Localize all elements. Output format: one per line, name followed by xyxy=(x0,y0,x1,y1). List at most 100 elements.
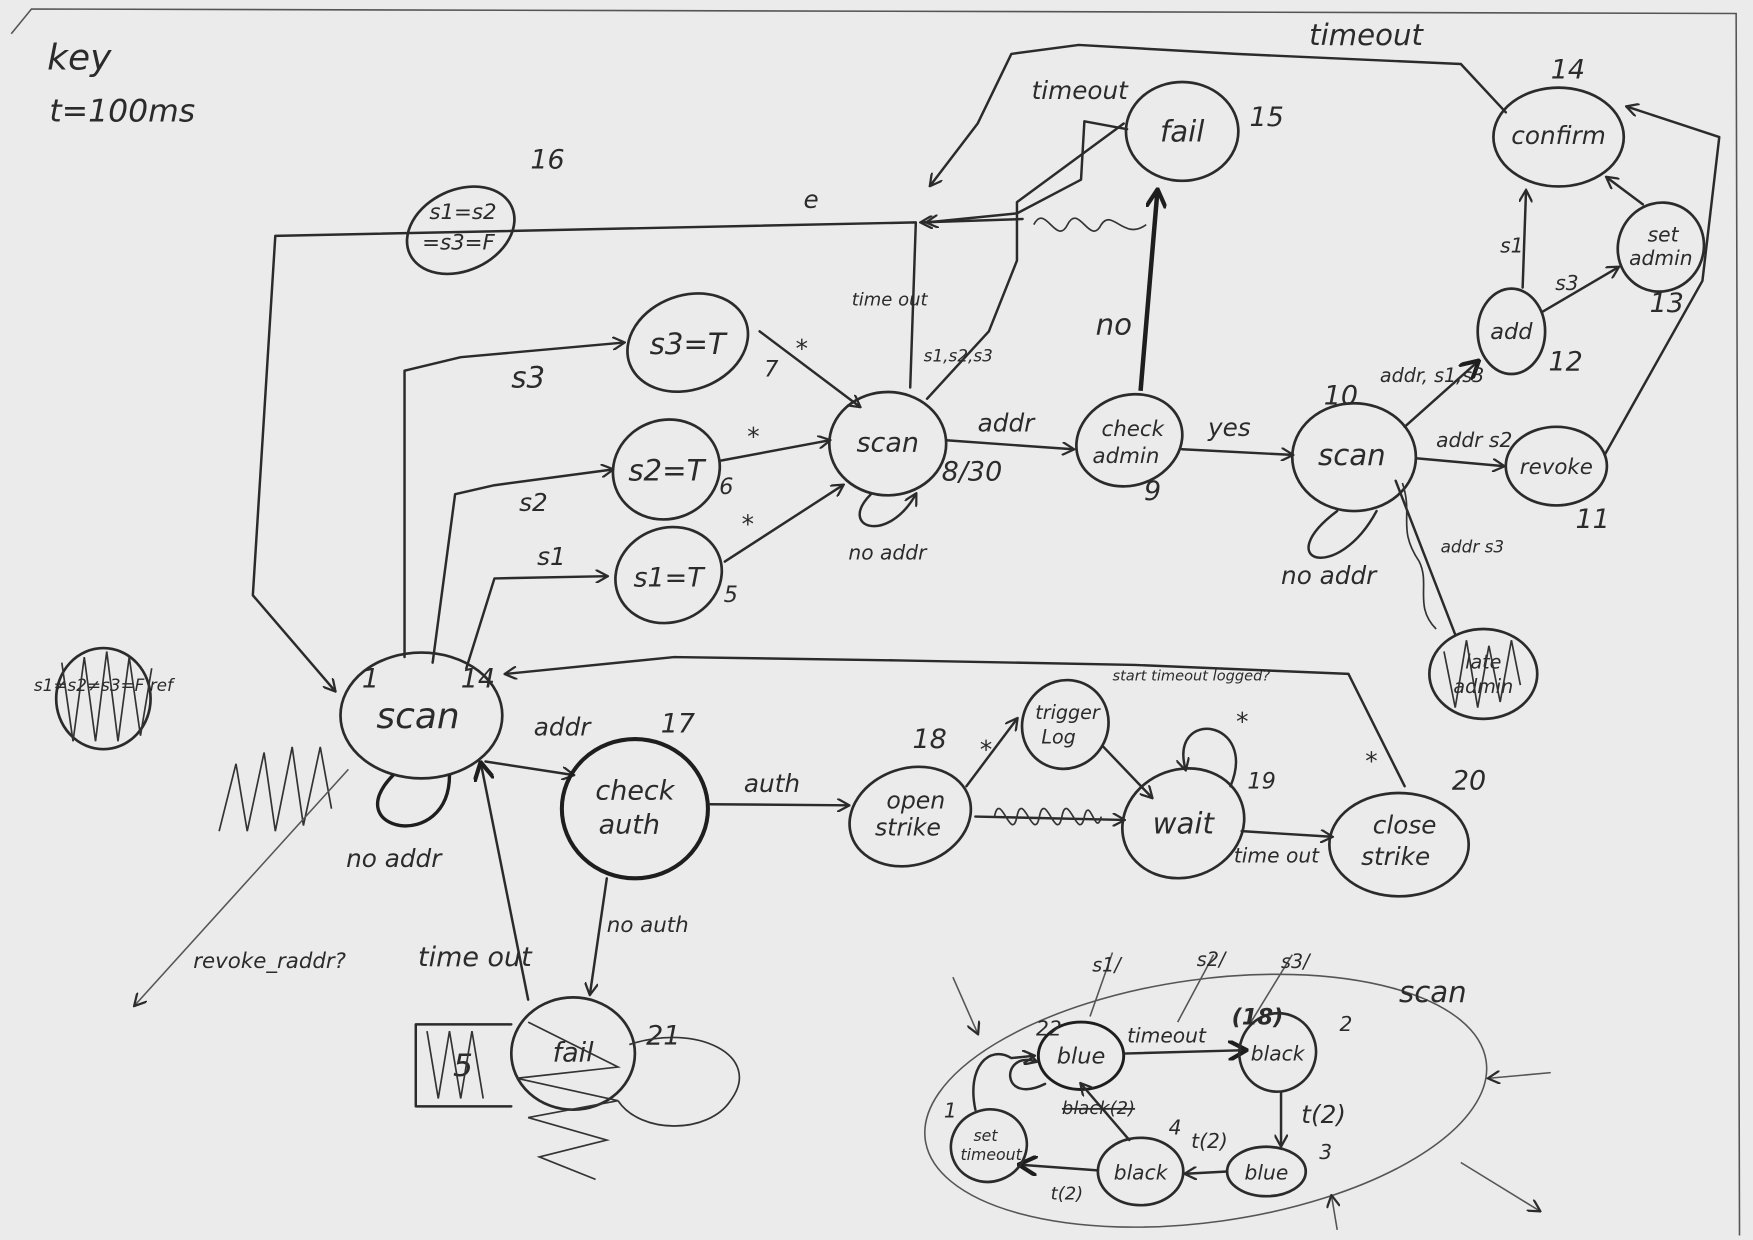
svg-text:s3=T: s3=T xyxy=(650,327,728,361)
edge-label-s3: s3 xyxy=(511,361,545,395)
svg-text:set: set xyxy=(973,1126,998,1145)
sub-state-3-blue[interactable]: blue 3 xyxy=(1225,1140,1332,1198)
svg-text:scan: scan xyxy=(856,428,918,459)
state-20-close-strike[interactable]: close strike 20 xyxy=(1328,766,1486,898)
sub-label-t2: t(2) xyxy=(1301,1100,1346,1129)
edge-label-no: no xyxy=(1096,308,1132,342)
edge-1-to-5 xyxy=(465,576,606,670)
sub-label-18: (18) xyxy=(1232,1004,1284,1030)
edge-label-addr: addr xyxy=(534,713,593,742)
state-number: 12 xyxy=(1548,347,1582,378)
svg-text:confirm: confirm xyxy=(1511,121,1606,150)
edge-17-to-21 xyxy=(590,877,609,994)
svg-text:fail: fail xyxy=(1160,115,1204,149)
edge-18-to-trigger-log xyxy=(965,719,1017,788)
edge-label-star: * xyxy=(742,509,754,538)
state-number: 22 xyxy=(1036,1017,1062,1041)
svg-text:strike: strike xyxy=(1361,842,1430,871)
state-12-add[interactable]: add 12 xyxy=(1476,287,1583,378)
state-11-revoke[interactable]: revoke 11 xyxy=(1504,425,1610,535)
sub-label-s1: s1/ xyxy=(1092,954,1123,977)
edge-7-to-8 xyxy=(758,330,860,406)
scribble xyxy=(993,807,1103,826)
edge-label-s1s2s3: s1,s2,s3 xyxy=(924,346,993,366)
state-number: 9 xyxy=(1144,476,1161,507)
sub-state-1-set-timeout[interactable]: set timeout 1 xyxy=(941,1099,1037,1193)
edge-10-to-12 xyxy=(1403,362,1478,429)
svg-text:s1≠s2≠s3=F ref: s1≠s2≠s3=F ref xyxy=(34,675,176,695)
edge-label-addr-s2: addr s2 xyxy=(1436,428,1512,452)
svg-text:fail: fail xyxy=(553,1037,595,1068)
state-14-confirm[interactable]: confirm 14 xyxy=(1492,55,1626,188)
sub-edge-22-to-2 xyxy=(1122,1050,1245,1053)
edge-label-star: * xyxy=(1236,707,1248,736)
svg-text:check: check xyxy=(595,776,675,807)
svg-text:check: check xyxy=(1101,417,1165,442)
state-13-set-admin[interactable]: set admin 13 xyxy=(1603,188,1718,319)
self-loop-19 xyxy=(1183,727,1238,788)
state-9-check-admin[interactable]: check admin 9 xyxy=(1063,380,1195,507)
state-17-check-auth[interactable]: check auth 17 xyxy=(559,708,710,881)
sub-label-t2: t(2) xyxy=(1051,1184,1084,1205)
sub-edge-4-to-22 xyxy=(1081,1084,1131,1142)
svg-text:admin: admin xyxy=(1093,444,1160,469)
edge-label-star: * xyxy=(747,422,759,451)
state-5-s1-true[interactable]: s1=T 5 xyxy=(602,512,738,638)
state-15-fail[interactable]: fail 15 xyxy=(1124,80,1284,183)
scribble xyxy=(218,746,333,832)
edge-label-auth: auth xyxy=(744,769,800,798)
sub-state-4-black[interactable]: black 4 xyxy=(1096,1115,1185,1207)
svg-text:strike: strike xyxy=(875,814,941,842)
edge-label-star: * xyxy=(980,735,992,764)
edge-1-to-17 xyxy=(484,760,573,775)
key-title: key xyxy=(47,38,112,79)
sub-label-timeout: timeout xyxy=(1127,1023,1207,1047)
state-10-scan[interactable]: scan 10 xyxy=(1290,380,1418,513)
sub-edge-1-to-22 xyxy=(972,1054,1033,1111)
state-19-wait[interactable]: wait 19 xyxy=(1107,752,1276,896)
self-loop-no-addr-8 xyxy=(858,494,916,528)
svg-text:timeout: timeout xyxy=(960,1145,1022,1164)
sub-label-crossed: black(2) xyxy=(1062,1098,1135,1119)
state-6-s2-true[interactable]: s2=T 6 xyxy=(599,405,734,535)
state-7-s3-true[interactable]: s3=T 7 xyxy=(613,277,779,408)
edge-revoke-raddr xyxy=(135,768,349,1005)
edge-label-s3: s3 xyxy=(1555,271,1578,295)
edge-label-star: * xyxy=(1365,746,1377,775)
state-16[interactable]: s1=s2 =s3=F 16 xyxy=(393,144,565,290)
svg-text:Log: Log xyxy=(1041,726,1075,749)
svg-text:black: black xyxy=(1114,1160,1169,1184)
svg-text:revoke: revoke xyxy=(1520,455,1593,480)
state-number: 15 xyxy=(1250,102,1284,133)
edge-17-to-18 xyxy=(708,804,848,805)
state-number: 5 xyxy=(724,582,738,608)
state-number: 7 xyxy=(764,356,779,382)
edge-19-to-20 xyxy=(1240,831,1332,837)
edge-12-to-13 xyxy=(1540,267,1618,314)
crossed-out-state: s1≠s2≠s3=F ref xyxy=(34,646,176,751)
svg-text:s1=T: s1=T xyxy=(633,562,706,593)
svg-text:s1=s2: s1=s2 xyxy=(429,200,496,225)
scribble xyxy=(1401,482,1437,630)
state-1-scan[interactable]: scan 1 14 xyxy=(339,651,504,780)
state-number: 10 xyxy=(1324,380,1358,411)
sub-state-2-black[interactable]: black 2 xyxy=(1228,1002,1352,1102)
edge-label-addr-s3: addr s3 xyxy=(1441,537,1504,557)
state-number: 8/30 xyxy=(942,457,1003,488)
edge-trigger-log-to-19 xyxy=(1102,745,1151,798)
crossed-box: 5 xyxy=(414,1023,513,1108)
sub-label-s3: s3/ xyxy=(1281,950,1312,973)
state-trigger-log[interactable]: trigger Log xyxy=(1006,664,1125,784)
state-number: 18 xyxy=(912,724,946,755)
state-number: 14 xyxy=(1551,55,1585,86)
edge-label-start-timeout: start timeout logged? xyxy=(1112,668,1270,685)
state-8-scan[interactable]: scan 8/30 xyxy=(827,390,1003,497)
edge-1-to-6 xyxy=(431,469,613,664)
state-number: 13 xyxy=(1650,288,1684,319)
edge-label-timeout-15: timeout xyxy=(1032,76,1130,105)
sub-state-22-blue[interactable]: blue 22 xyxy=(1036,1017,1126,1091)
edge-label-s2: s2 xyxy=(519,488,548,517)
state-21-fail-crossed[interactable]: fail 21 xyxy=(509,996,741,1181)
state-18-open-strike[interactable]: open strike 18 xyxy=(837,724,984,882)
